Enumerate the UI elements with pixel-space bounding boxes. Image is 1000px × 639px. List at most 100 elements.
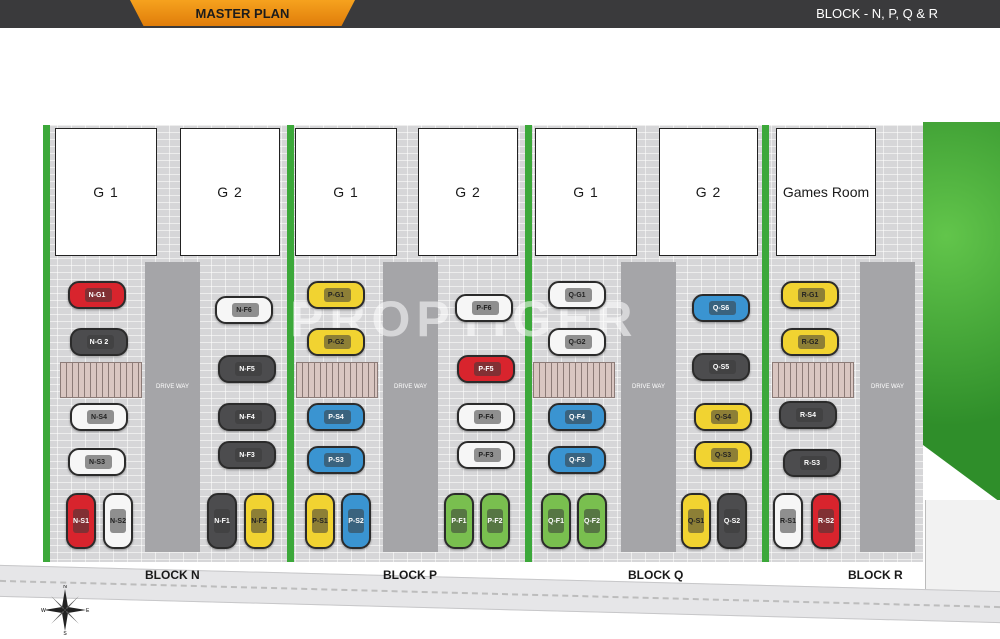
parking-slot-n-f5[interactable]: N-F5 bbox=[218, 355, 276, 383]
slot-label: Q-G1 bbox=[568, 291, 586, 299]
parking-slot-q-s1[interactable]: Q-S1 bbox=[681, 493, 711, 549]
staircase bbox=[296, 362, 378, 398]
slot-label: Q-G2 bbox=[568, 338, 586, 346]
parking-slot-q-g1[interactable]: Q-G1 bbox=[548, 281, 606, 309]
parking-slot-q-f3[interactable]: Q-F3 bbox=[548, 446, 606, 474]
driveway-q: DRIVE WAY bbox=[621, 262, 676, 552]
slot-label: P-F2 bbox=[487, 517, 503, 525]
parking-slot-q-s3[interactable]: Q-S3 bbox=[694, 441, 752, 469]
parking-slot-n-f4[interactable]: N-F4 bbox=[218, 403, 276, 431]
parking-slot-p-f5[interactable]: P-F5 bbox=[457, 355, 515, 383]
parking-slot-n-f3[interactable]: N-F3 bbox=[218, 441, 276, 469]
parking-slot-p-f3[interactable]: P-F3 bbox=[457, 441, 515, 469]
parking-slot-n-s2[interactable]: N-S2 bbox=[103, 493, 133, 549]
parking-slot-q-s6[interactable]: Q-S6 bbox=[692, 294, 750, 322]
compass-w: W bbox=[41, 608, 46, 614]
slot-label: Q-S3 bbox=[714, 451, 732, 459]
block-title: BLOCK - N, P, Q & R bbox=[816, 6, 938, 21]
slot-label: N-S4 bbox=[91, 413, 107, 421]
master-plan-tab: MASTER PLAN bbox=[130, 0, 355, 26]
block-r-label: BLOCK R bbox=[848, 568, 903, 582]
slot-label: R-S3 bbox=[804, 459, 820, 467]
driveway-label: DRIVE WAY bbox=[155, 384, 189, 390]
parking-slot-n-s1[interactable]: N-S1 bbox=[66, 493, 96, 549]
staircase bbox=[533, 362, 615, 398]
driveway-r: DRIVE WAY bbox=[860, 262, 915, 552]
building-n-g1: G 1 bbox=[55, 128, 157, 256]
slot-label: P-G1 bbox=[327, 291, 345, 299]
slot-label: P-F6 bbox=[476, 304, 492, 312]
grass-strip bbox=[762, 125, 769, 562]
parking-slot-n-g1[interactable]: N-G1 bbox=[68, 281, 126, 309]
block-p-label: BLOCK P bbox=[383, 568, 437, 582]
parking-slot-q-s4[interactable]: Q-S4 bbox=[694, 403, 752, 431]
parking-slot-p-f4[interactable]: P-F4 bbox=[457, 403, 515, 431]
parking-slot-n-f6[interactable]: N-F6 bbox=[215, 296, 273, 324]
parking-slot-n-f1[interactable]: N-F1 bbox=[207, 493, 237, 549]
slot-label: P-F5 bbox=[478, 365, 494, 373]
parking-slot-n-s4[interactable]: N-S4 bbox=[70, 403, 128, 431]
building-p-g2: G 2 bbox=[418, 128, 518, 256]
block-n-label: BLOCK N bbox=[145, 568, 200, 582]
slot-label: N-F1 bbox=[214, 517, 230, 525]
parking-slot-r-s3[interactable]: R-S3 bbox=[783, 449, 841, 477]
slot-label: N-S2 bbox=[110, 517, 126, 525]
parking-slot-r-s1[interactable]: R-S1 bbox=[773, 493, 803, 549]
compass-s: S bbox=[63, 631, 67, 635]
driveway-label: DRIVE WAY bbox=[393, 384, 427, 390]
parking-slot-r-g2[interactable]: R-G2 bbox=[781, 328, 839, 356]
driveway-label: DRIVE WAY bbox=[631, 384, 665, 390]
parking-slot-p-s3[interactable]: P-S3 bbox=[307, 446, 365, 474]
slot-label: R-G2 bbox=[801, 338, 819, 346]
slot-label: N-S3 bbox=[89, 458, 105, 466]
driveway-label: DRIVE WAY bbox=[870, 384, 904, 390]
slot-label: N-F4 bbox=[239, 413, 255, 421]
slot-label: P-F3 bbox=[478, 451, 494, 459]
parking-slot-n-s3[interactable]: N-S3 bbox=[68, 448, 126, 476]
slot-label: R-S2 bbox=[818, 517, 834, 525]
slot-label: P-S4 bbox=[328, 413, 344, 421]
slot-label: Q-S5 bbox=[712, 363, 730, 371]
parking-slot-q-f4[interactable]: Q-F4 bbox=[548, 403, 606, 431]
slot-label: N-F6 bbox=[236, 306, 252, 314]
parking-slot-r-s4[interactable]: R-S4 bbox=[779, 401, 837, 429]
slot-label: P-S2 bbox=[348, 517, 364, 525]
slot-label: N-G 2 bbox=[89, 338, 109, 346]
parking-slot-q-f2[interactable]: Q-F2 bbox=[577, 493, 607, 549]
parking-slot-q-f1[interactable]: Q-F1 bbox=[541, 493, 571, 549]
parking-slot-p-f2[interactable]: P-F2 bbox=[480, 493, 510, 549]
building-games-room: Games Room bbox=[776, 128, 876, 256]
parking-slot-p-s1[interactable]: P-S1 bbox=[305, 493, 335, 549]
parking-slot-q-s2[interactable]: Q-S2 bbox=[717, 493, 747, 549]
parking-slot-q-s5[interactable]: Q-S5 bbox=[692, 353, 750, 381]
slot-label: P-G2 bbox=[327, 338, 345, 346]
driveway-p: DRIVE WAY bbox=[383, 262, 438, 552]
lawn-area bbox=[923, 122, 1000, 502]
parking-slot-q-g2[interactable]: Q-G2 bbox=[548, 328, 606, 356]
parking-slot-p-s4[interactable]: P-S4 bbox=[307, 403, 365, 431]
grass-strip bbox=[525, 125, 532, 562]
slot-label: P-F4 bbox=[478, 413, 494, 421]
parking-slot-r-s2[interactable]: R-S2 bbox=[811, 493, 841, 549]
slot-label: Q-S1 bbox=[687, 517, 705, 525]
parking-slot-p-f6[interactable]: P-F6 bbox=[455, 294, 513, 322]
block-q-label: BLOCK Q bbox=[628, 568, 684, 582]
slot-label: N-G1 bbox=[88, 291, 106, 299]
slot-label: N-F3 bbox=[239, 451, 255, 459]
slot-label: R-G1 bbox=[801, 291, 819, 299]
parking-slot-n-g2[interactable]: N-G 2 bbox=[70, 328, 128, 356]
parking-slot-r-g1[interactable]: R-G1 bbox=[781, 281, 839, 309]
parking-slot-n-f2[interactable]: N-F2 bbox=[244, 493, 274, 549]
slot-label: Q-F2 bbox=[584, 517, 600, 525]
slot-label: P-S1 bbox=[312, 517, 328, 525]
slot-label: Q-F1 bbox=[548, 517, 564, 525]
slot-label: P-S3 bbox=[328, 456, 344, 464]
building-n-g2: G 2 bbox=[180, 128, 280, 256]
slot-label: P-F1 bbox=[451, 517, 467, 525]
parking-slot-p-f1[interactable]: P-F1 bbox=[444, 493, 474, 549]
compass-rose-icon: N S W E bbox=[41, 585, 90, 635]
parking-slot-p-g1[interactable]: P-G1 bbox=[307, 281, 365, 309]
slot-label: Q-F3 bbox=[569, 456, 585, 464]
parking-slot-p-g2[interactable]: P-G2 bbox=[307, 328, 365, 356]
parking-slot-p-s2[interactable]: P-S2 bbox=[341, 493, 371, 549]
